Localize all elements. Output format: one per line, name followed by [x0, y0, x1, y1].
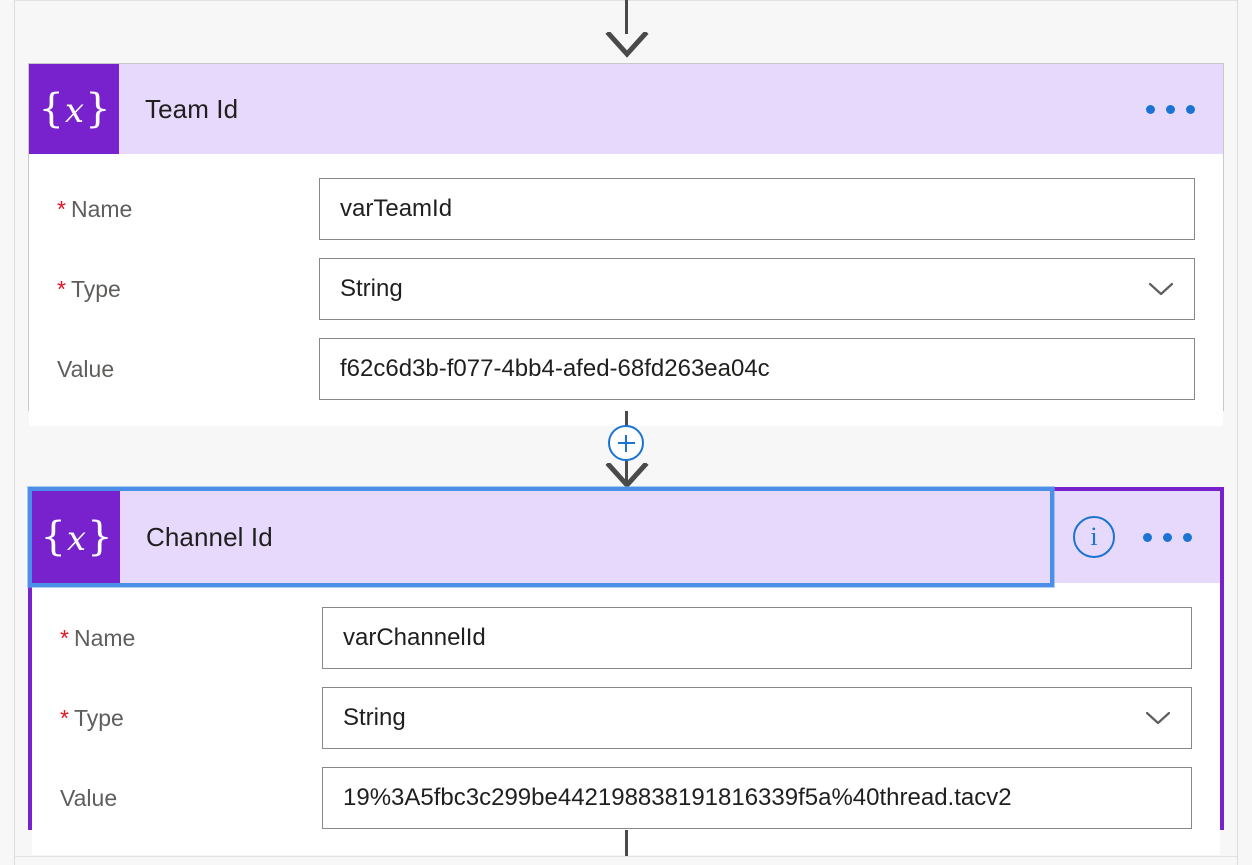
type-dropdown[interactable]: String: [322, 687, 1192, 749]
card-header-actions: i: [1073, 491, 1220, 583]
value-input[interactable]: f62c6d3b-f077-4bb4-afed-68fd263ea04c: [319, 338, 1195, 400]
arrow-down-icon: [605, 463, 649, 489]
field-label-text: Name: [73, 624, 136, 651]
field-label-value: Value: [60, 785, 322, 812]
canvas-border-bottom: [14, 856, 1237, 857]
field-row-name: * Name varTeamId: [57, 178, 1195, 240]
card-header[interactable]: {x} Channel Id i: [32, 491, 1220, 583]
field-label-text: Value: [57, 355, 115, 382]
connector-line-bottom: [625, 830, 628, 856]
variable-braces-x-icon: {x}: [29, 64, 119, 154]
field-control-name: varChannelId: [322, 607, 1192, 669]
chevron-down-icon: [1145, 711, 1171, 725]
info-circle-icon[interactable]: i: [1073, 516, 1115, 558]
action-card-channel-id[interactable]: {x} Channel Id i * Name varChannelId: [28, 487, 1224, 855]
field-control-value: f62c6d3b-f077-4bb4-afed-68fd263ea04c: [319, 338, 1195, 400]
field-row-name: * Name varChannelId: [60, 607, 1192, 669]
required-asterisk: *: [57, 275, 66, 302]
name-input[interactable]: varChannelId: [322, 607, 1192, 669]
ellipsis-icon[interactable]: [1144, 97, 1197, 122]
type-dropdown-value: String: [343, 704, 406, 731]
field-label-text: Value: [60, 784, 118, 811]
required-asterisk: *: [57, 195, 66, 222]
insert-action-button[interactable]: [608, 425, 644, 461]
field-label-name: * Name: [57, 196, 319, 223]
field-control-value: 19%3A5fbc3c299be442198838191816339f5a%40…: [322, 767, 1192, 829]
field-row-value: Value f62c6d3b-f077-4bb4-afed-68fd263ea0…: [57, 338, 1195, 400]
field-row-value: Value 19%3A5fbc3c299be442198838191816339…: [60, 767, 1192, 829]
card-header-actions: [1144, 64, 1223, 154]
required-asterisk: *: [60, 624, 69, 651]
card-header[interactable]: {x} Team Id: [29, 64, 1223, 154]
type-dropdown[interactable]: String: [319, 258, 1195, 320]
field-row-type: * Type String: [60, 687, 1192, 749]
field-label-value: Value: [57, 356, 319, 383]
field-label-type: * Type: [60, 705, 322, 732]
action-card-team-id[interactable]: {x} Team Id * Name varTeamId: [28, 63, 1224, 426]
card-body: * Name varTeamId * Type String: [29, 154, 1223, 426]
card-body: * Name varChannelId * Type String: [32, 583, 1220, 855]
field-row-type: * Type String: [57, 258, 1195, 320]
type-dropdown-value: String: [340, 275, 403, 302]
field-control-type: String: [319, 258, 1195, 320]
field-label-type: * Type: [57, 276, 319, 303]
ellipsis-icon[interactable]: [1141, 525, 1194, 550]
field-label-text: Name: [70, 195, 133, 222]
arrow-down-icon: [605, 32, 649, 58]
field-label-text: Type: [73, 704, 124, 731]
variable-braces-x-icon: {x}: [32, 491, 120, 583]
field-control-type: String: [322, 687, 1192, 749]
field-label-name: * Name: [60, 625, 322, 652]
connector-line-top: [625, 0, 628, 34]
canvas-border-left: [14, 0, 15, 865]
chevron-down-icon: [1148, 282, 1174, 296]
name-input[interactable]: varTeamId: [319, 178, 1195, 240]
required-asterisk: *: [60, 704, 69, 731]
value-input[interactable]: 19%3A5fbc3c299be442198838191816339f5a%40…: [322, 767, 1192, 829]
field-control-name: varTeamId: [319, 178, 1195, 240]
card-title: Channel Id: [146, 521, 273, 552]
field-label-text: Type: [70, 275, 121, 302]
card-title: Team Id: [145, 93, 239, 124]
canvas-border-right: [1237, 0, 1238, 865]
